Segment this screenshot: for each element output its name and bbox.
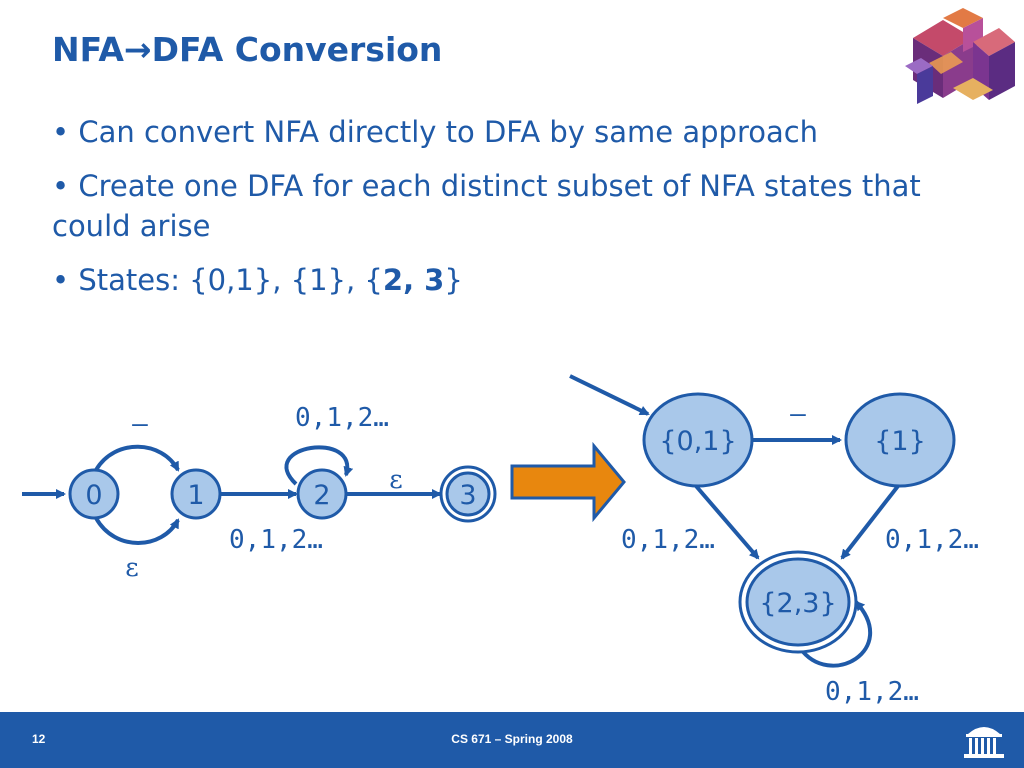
bullet-1: • Can convert NFA directly to DFA by sam… (52, 115, 819, 149)
automata-diagram: 0 1 2 3 – ε 0,1,2… 0,1,2… ε {0,1} {1} {2… (22, 374, 979, 707)
nfa-label-1-2: 0,1,2… (229, 525, 323, 555)
cube-logo-icon (885, 0, 1024, 110)
arrow-glyph: → (123, 30, 152, 69)
nfa-label-0-1-top: – (132, 409, 148, 439)
nfa-state-2-label: 2 (313, 480, 330, 511)
dfa-label-01-1: – (790, 399, 806, 429)
nfa-state-3 (445, 471, 491, 517)
nfa-state-1 (170, 468, 222, 520)
dfa-label-1-23: 0,1,2… (885, 525, 979, 555)
bullet-list: • Can convert NFA directly to DFA by sam… (52, 112, 952, 314)
nfa-state-0 (68, 468, 120, 520)
course-label: CS 671 – Spring 2008 (451, 732, 573, 746)
dfa-start-arrow (569, 374, 650, 416)
states-bold: 2, 3 (382, 263, 445, 297)
bullet-2: • Create one DFA for each distinct subse… (52, 169, 921, 243)
nfa-label-0-1-bottom: ε (125, 553, 138, 583)
nfa-label-2-3: ε (389, 465, 402, 495)
title-suffix: DFA Conversion (151, 30, 443, 69)
dfa-state-1-label: {1} (874, 426, 926, 457)
nfa-label-2-self: 0,1,2… (295, 403, 389, 433)
title-prefix: NFA (52, 30, 124, 69)
nfa-state-3-label: 3 (459, 480, 476, 511)
page-number: 12 (32, 732, 46, 746)
nfa-edge-0-1-top (94, 444, 180, 472)
bullet-3: • States: {0,1}, {1}, {2, 3} (52, 260, 952, 300)
dfa-state-23 (745, 557, 851, 647)
nfa-state-1-label: 1 (187, 480, 204, 511)
dfa-edge-1-23 (840, 484, 900, 560)
dfa-edge-23-self (798, 600, 872, 668)
nfa-state-0-label: 0 (85, 480, 102, 511)
dfa-state-1 (844, 392, 956, 488)
slide-title: NFA→DFA Conversion (52, 30, 442, 69)
dfa-state-01-label: {0,1} (659, 426, 736, 457)
dfa-state-23-label: {2,3} (759, 588, 836, 619)
states-prefix: • States: {0,1}, {1}, { (52, 263, 383, 297)
nfa-edge-2-self (284, 445, 354, 486)
dfa-state-01 (642, 392, 754, 488)
dfa-label-01-23: 0,1,2… (621, 525, 715, 555)
convert-arrow-icon (510, 441, 626, 523)
rotunda-logo-icon (964, 727, 1004, 758)
states-suffix: } (444, 263, 463, 297)
nfa-edge-0-1-bottom (94, 516, 180, 545)
dfa-edge-01-23 (694, 484, 760, 560)
nfa-state-2 (296, 468, 348, 520)
footer-bar: 12 CS 671 – Spring 2008 (0, 712, 1024, 768)
dfa-label-23-self: 0,1,2… (825, 677, 919, 707)
